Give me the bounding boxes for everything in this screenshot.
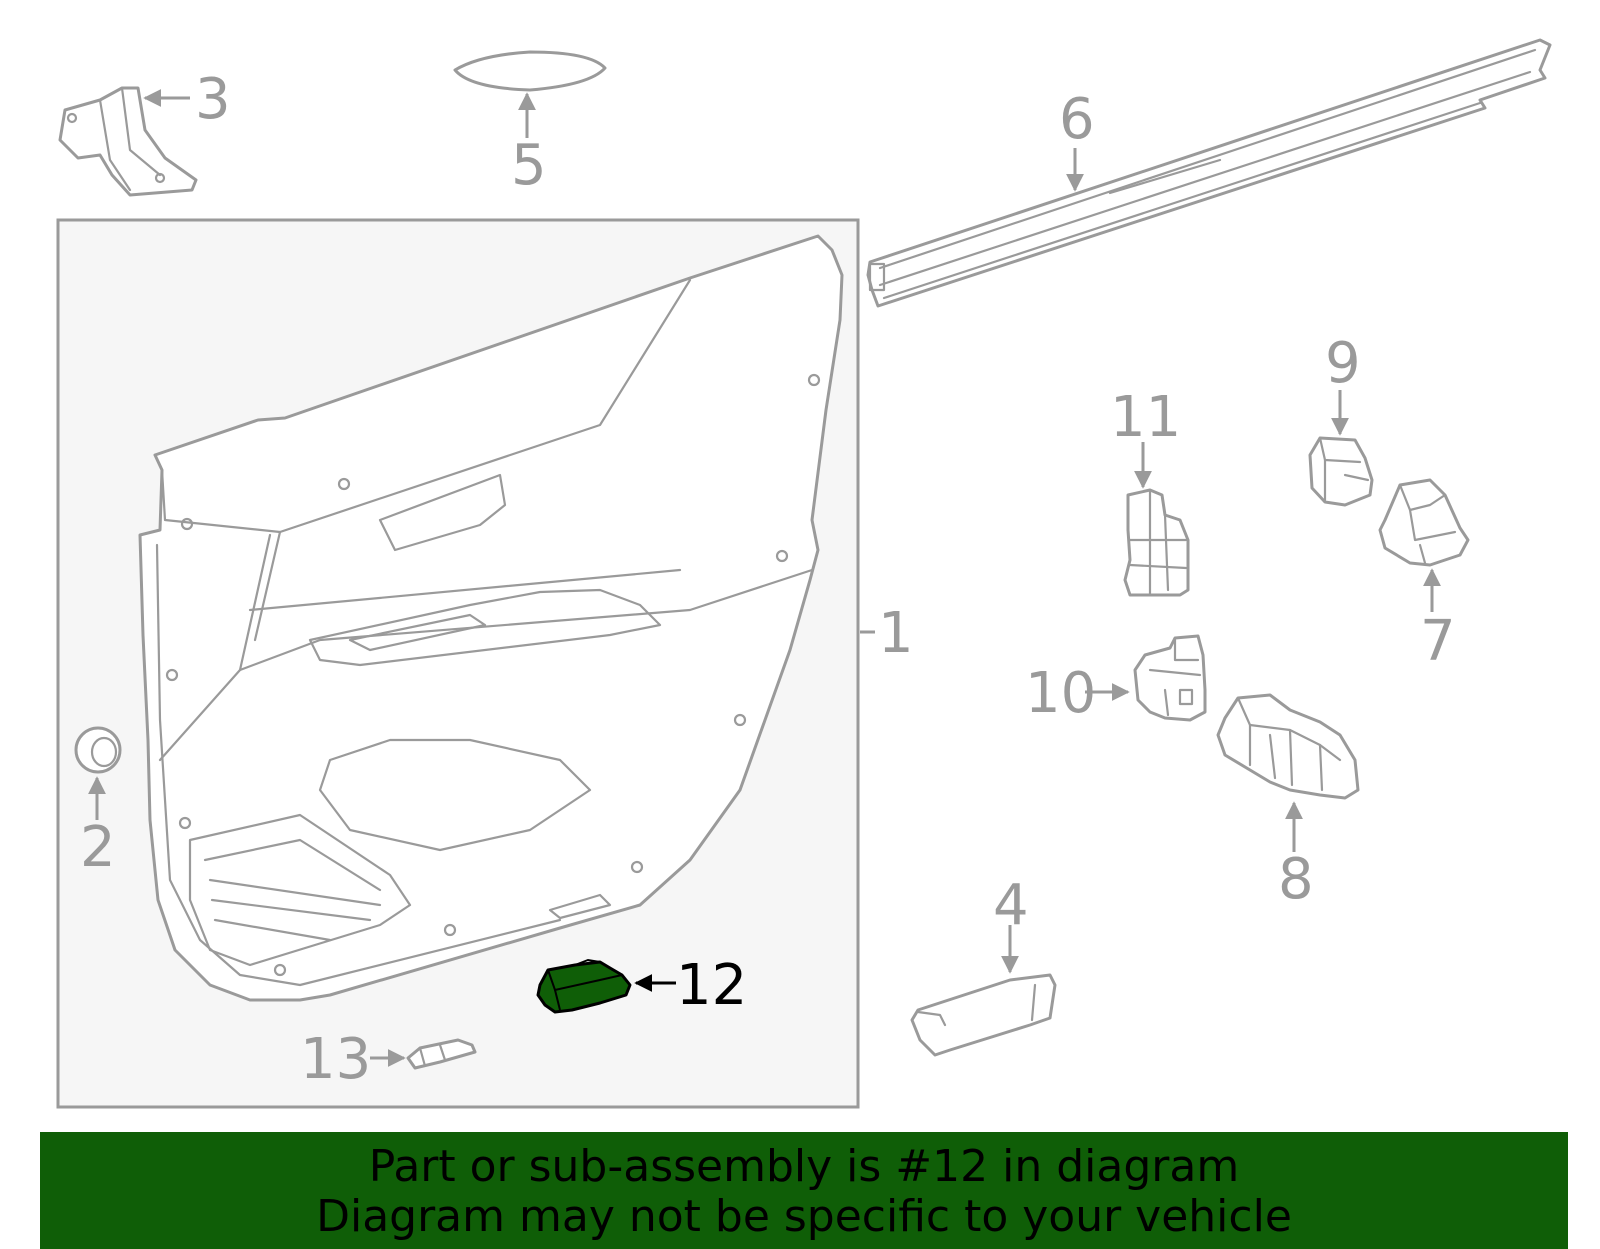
banner-line-1: Part or sub-assembly is #12 in diagram: [368, 1141, 1240, 1192]
callout-11: 11: [1110, 385, 1181, 450]
callout-4: 4: [993, 873, 1029, 938]
molding-part-6: [866, 38, 1552, 308]
switch-part-10: [1085, 634, 1207, 722]
pad-part-4: [910, 925, 1057, 1057]
handle-part-12[interactable]: [536, 958, 676, 1014]
clip-part-13: [370, 1038, 477, 1070]
switch-part-9: [1308, 390, 1374, 507]
callout-7: 7: [1420, 609, 1456, 674]
callout-1: 1: [878, 601, 914, 666]
banner-line-2: Diagram may not be specific to your vehi…: [316, 1191, 1292, 1242]
callout-8: 8: [1278, 847, 1314, 912]
callout-13: 13: [300, 1027, 371, 1092]
door-trim-panel: [138, 234, 844, 1002]
bracket-part-11: [1123, 442, 1190, 597]
callout-2: 2: [80, 815, 116, 880]
bracket-part-3: [58, 86, 198, 197]
callout-9: 9: [1325, 331, 1361, 396]
callout-10: 10: [1025, 661, 1096, 726]
master-switch-part-8: [1216, 693, 1360, 852]
callout-5: 5: [511, 133, 547, 198]
callout-6: 6: [1059, 87, 1095, 152]
clip-part-2: [74, 726, 122, 820]
callout-3: 3: [195, 67, 231, 132]
cover-part-5: [453, 50, 607, 138]
info-banner: Part or sub-assembly is #12 in diagram D…: [40, 1132, 1568, 1249]
callout-12[interactable]: 12: [676, 953, 747, 1018]
switch-part-7: [1378, 478, 1470, 612]
